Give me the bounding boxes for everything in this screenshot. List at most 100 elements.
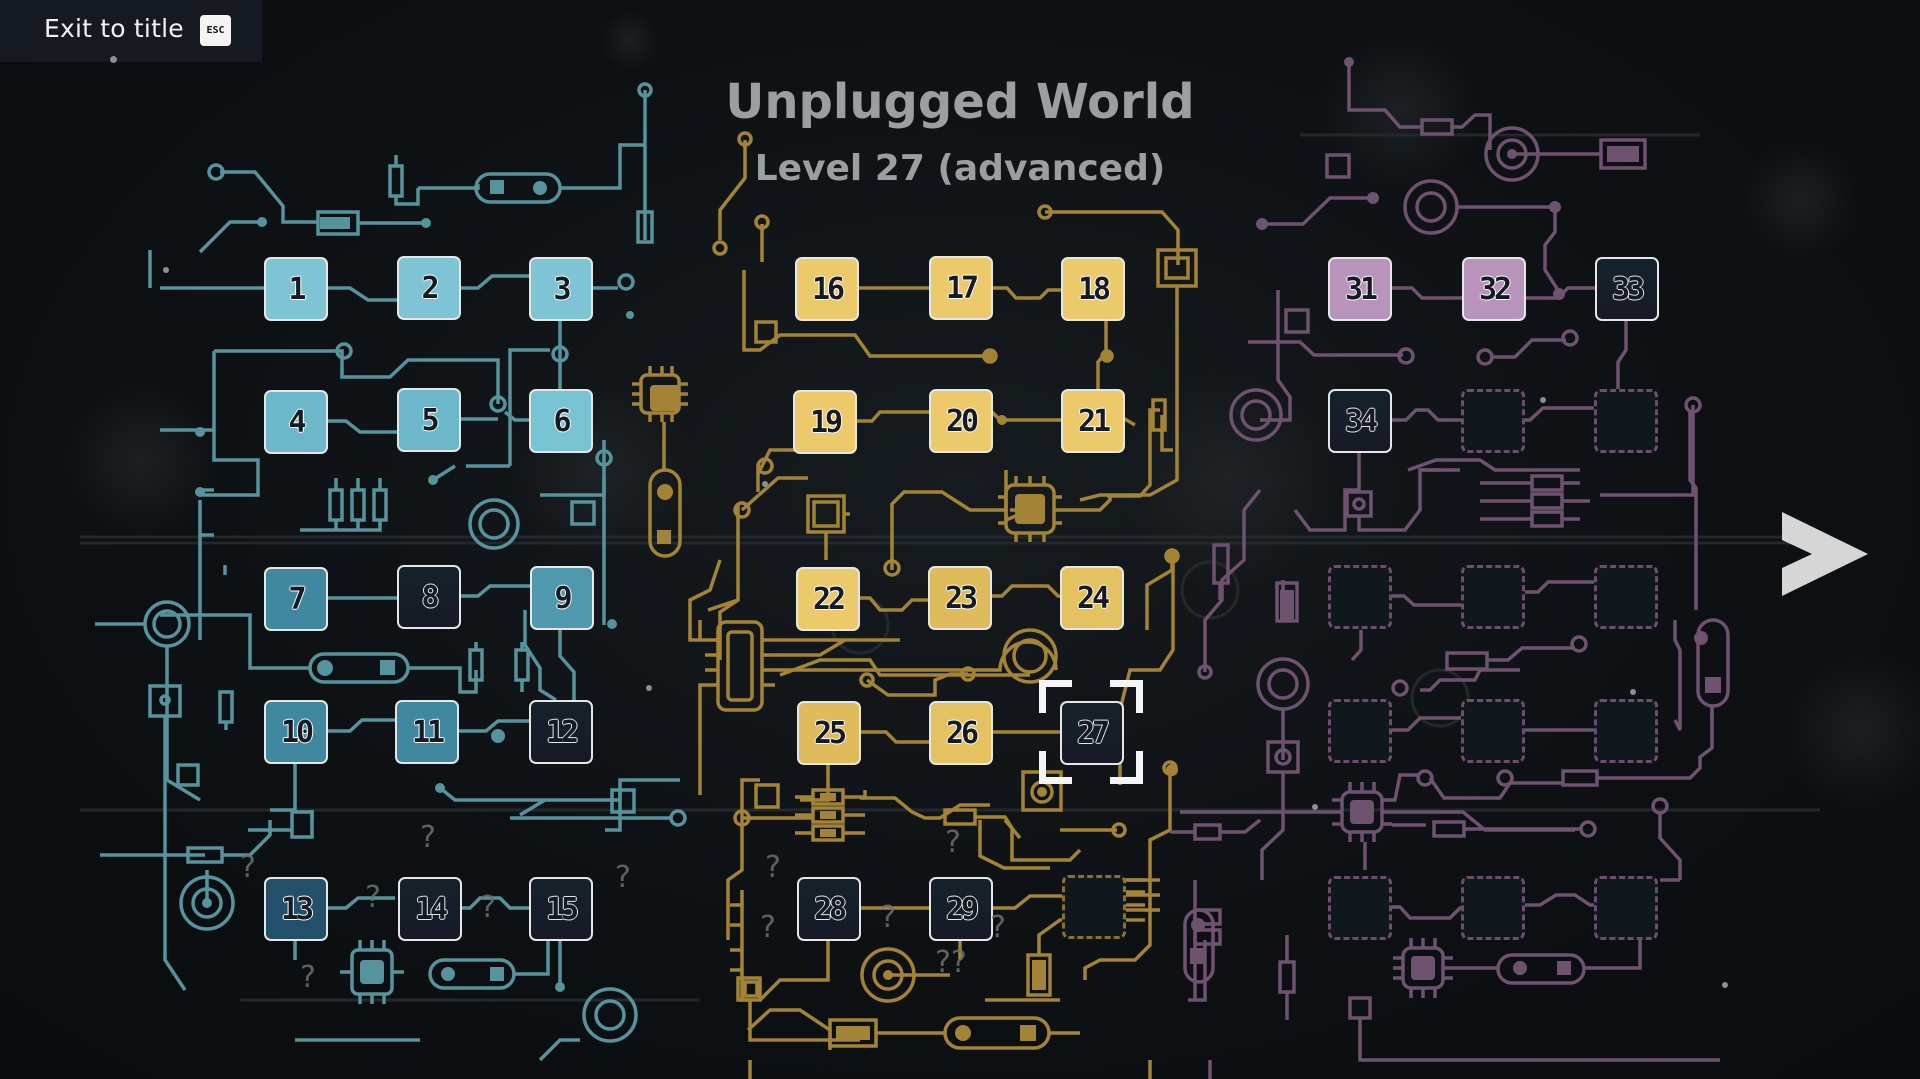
level-node-7[interactable]: 7 — [264, 567, 328, 631]
level-node-31[interactable]: 31 — [1328, 257, 1392, 321]
level-node-1[interactable]: 1 — [264, 257, 328, 321]
level-node-28[interactable]: 28 — [797, 877, 861, 941]
gold-world-traces — [632, 131, 1198, 1079]
level-number: 18 — [1077, 271, 1111, 307]
question-mark-icon: ?? — [935, 945, 967, 980]
level-number: 10 — [280, 714, 314, 750]
level-number: 24 — [1076, 580, 1110, 616]
level-node-hidden — [1594, 699, 1658, 763]
level-node-hidden — [1062, 875, 1126, 939]
question-mark-icon: ? — [760, 910, 776, 945]
level-node-hidden — [1594, 876, 1658, 940]
level-node-27[interactable]: 27 — [1060, 701, 1124, 765]
level-node-hidden — [1594, 565, 1658, 629]
level-node-13[interactable]: 13 — [264, 877, 328, 941]
level-node-5[interactable]: 5 — [397, 388, 461, 452]
level-node-14[interactable]: 14 — [398, 877, 462, 941]
level-node-21[interactable]: 21 — [1061, 389, 1125, 453]
level-node-17[interactable]: 17 — [929, 256, 993, 320]
question-mark-icon: ? — [420, 820, 436, 855]
level-number: 27 — [1076, 715, 1110, 751]
level-node-9[interactable]: 9 — [530, 566, 594, 630]
level-node-29[interactable]: 29 — [929, 877, 993, 941]
level-number: 7 — [288, 581, 306, 617]
level-node-25[interactable]: 25 — [797, 701, 861, 765]
exit-to-title-label: Exit to title — [44, 14, 184, 43]
level-node-19[interactable]: 19 — [793, 390, 857, 454]
level-node-6[interactable]: 6 — [529, 389, 593, 453]
question-mark-icon: ? — [990, 910, 1006, 945]
question-mark-icon: ? — [615, 860, 631, 895]
level-number: 17 — [945, 270, 979, 306]
level-number: 12 — [545, 714, 579, 750]
level-node-hidden — [1461, 389, 1525, 453]
level-node-11[interactable]: 11 — [395, 700, 459, 764]
level-number: 22 — [812, 581, 846, 617]
question-mark-icon: ? — [765, 850, 781, 885]
level-number: 26 — [945, 715, 979, 751]
level-node-4[interactable]: 4 — [264, 390, 328, 454]
level-number: 33 — [1611, 271, 1645, 307]
esc-key-icon: ESC — [200, 15, 231, 46]
level-number: 29 — [945, 891, 979, 927]
level-node-26[interactable]: 26 — [929, 701, 993, 765]
question-mark-icon: ? — [300, 960, 316, 995]
level-number: 9 — [554, 580, 572, 616]
hold-progress-dot — [110, 56, 117, 63]
gold-world-pads — [650, 350, 1179, 1041]
level-node-33[interactable]: 33 — [1595, 257, 1659, 321]
level-node-8[interactable]: 8 — [397, 565, 461, 629]
level-number: 8 — [421, 579, 439, 615]
level-node-hidden — [1328, 565, 1392, 629]
level-node-hidden — [1461, 876, 1525, 940]
level-number: 32 — [1478, 271, 1512, 307]
level-node-18[interactable]: 18 — [1061, 257, 1125, 321]
level-node-16[interactable]: 16 — [795, 257, 859, 321]
level-number: 14 — [414, 891, 448, 927]
level-node-hidden — [1461, 699, 1525, 763]
level-number: 15 — [545, 891, 579, 927]
level-number: 19 — [809, 404, 843, 440]
level-number: 13 — [280, 891, 314, 927]
question-mark-icon: ? — [880, 900, 896, 935]
level-node-hidden — [1328, 699, 1392, 763]
question-mark-icon: ? — [240, 850, 256, 885]
level-node-24[interactable]: 24 — [1060, 566, 1124, 630]
level-node-2[interactable]: 2 — [397, 256, 461, 320]
level-number: 3 — [553, 271, 571, 307]
question-mark-icon: ? — [365, 880, 381, 915]
level-number: 28 — [813, 891, 847, 927]
level-node-20[interactable]: 20 — [929, 389, 993, 453]
level-number: 23 — [944, 580, 978, 616]
level-node-32[interactable]: 32 — [1462, 257, 1526, 321]
world-title: Unplugged World — [725, 74, 1195, 130]
blue-world-traces — [95, 82, 687, 1062]
level-node-12[interactable]: 12 — [529, 700, 593, 764]
level-node-10[interactable]: 10 — [264, 700, 328, 764]
level-node-34[interactable]: 34 — [1328, 389, 1392, 453]
level-number: 34 — [1344, 403, 1378, 439]
blue-world-pads — [195, 180, 634, 992]
level-node-3[interactable]: 3 — [529, 257, 593, 321]
level-number: 6 — [553, 403, 571, 439]
level-node-15[interactable]: 15 — [529, 877, 593, 941]
question-mark-icon: ? — [480, 890, 496, 925]
next-world-arrow-icon[interactable] — [1780, 512, 1870, 598]
question-mark-icon: ? — [945, 825, 961, 860]
level-number: 31 — [1344, 271, 1378, 307]
level-number: 20 — [945, 403, 979, 439]
level-number: 21 — [1077, 403, 1111, 439]
level-node-hidden — [1594, 389, 1658, 453]
selected-level-title: Level 27 (advanced) — [754, 148, 1166, 189]
level-node-hidden — [1461, 565, 1525, 629]
exit-to-title-button[interactable]: Exit to title ESC — [0, 0, 262, 63]
level-number: 5 — [421, 402, 439, 438]
level-node-22[interactable]: 22 — [796, 567, 860, 631]
level-node-23[interactable]: 23 — [928, 566, 992, 630]
purple-world-traces — [1170, 60, 1730, 1079]
level-node-hidden — [1328, 876, 1392, 940]
purple-world-pads — [1190, 57, 1721, 980]
level-number: 1 — [288, 271, 306, 307]
level-number: 25 — [813, 715, 847, 751]
